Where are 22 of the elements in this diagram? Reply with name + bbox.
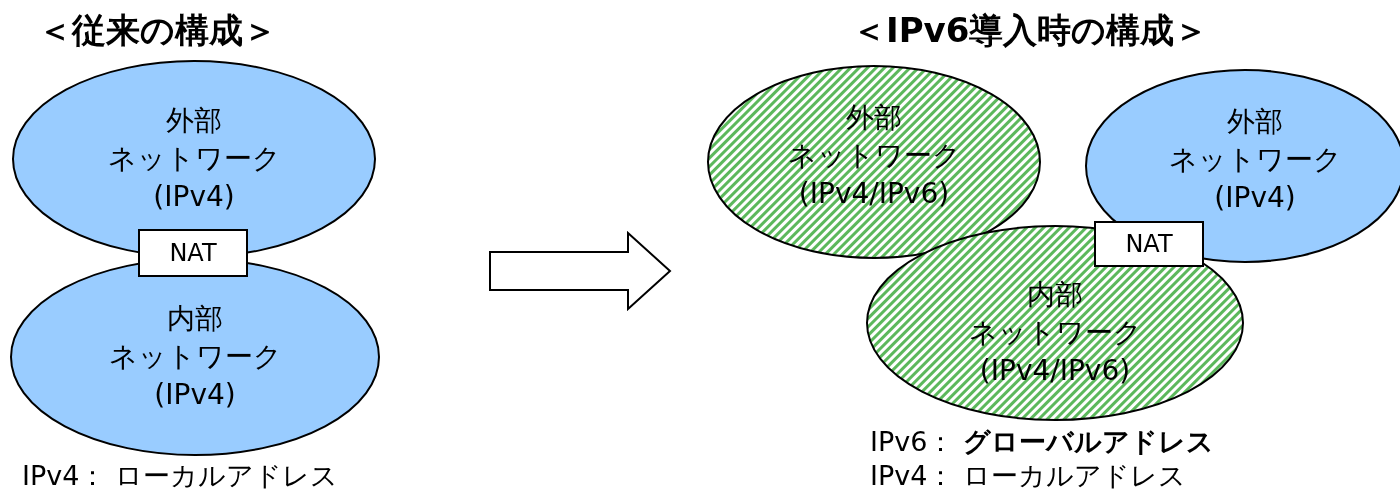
address-note: IPv4： ローカルアドレス [870,459,1186,493]
address-note: IPv4： ローカルアドレス [22,459,338,493]
network-label: 外部 [1227,104,1283,140]
network-label: (IPv4/IPv6) [979,353,1131,389]
address-note: IPv6： グローバルアドレス [870,425,1214,459]
network-label: (IPv4/IPv6) [798,176,950,212]
network-label: 外部 [846,100,902,136]
network-label: (IPv4) [154,377,236,413]
network-label: ネットワーク [787,138,961,174]
network-label: 内部 [167,301,223,337]
section-heading: ＜従来の構成＞ [38,9,277,52]
network-label: (IPv4) [153,179,235,215]
nat-box: NAT [138,229,248,277]
network-label: ネットワーク [1168,142,1342,178]
network-label: ネットワーク [108,339,282,375]
network-label: (IPv4) [1214,180,1296,216]
network-label: ネットワーク [968,315,1142,351]
network-label: ネットワーク [107,141,281,177]
network-label: 内部 [1027,277,1083,313]
section-heading: ＜IPv6導入時の構成＞ [852,9,1209,52]
network-label: 外部 [166,103,222,139]
nat-box: NAT [1094,221,1204,267]
